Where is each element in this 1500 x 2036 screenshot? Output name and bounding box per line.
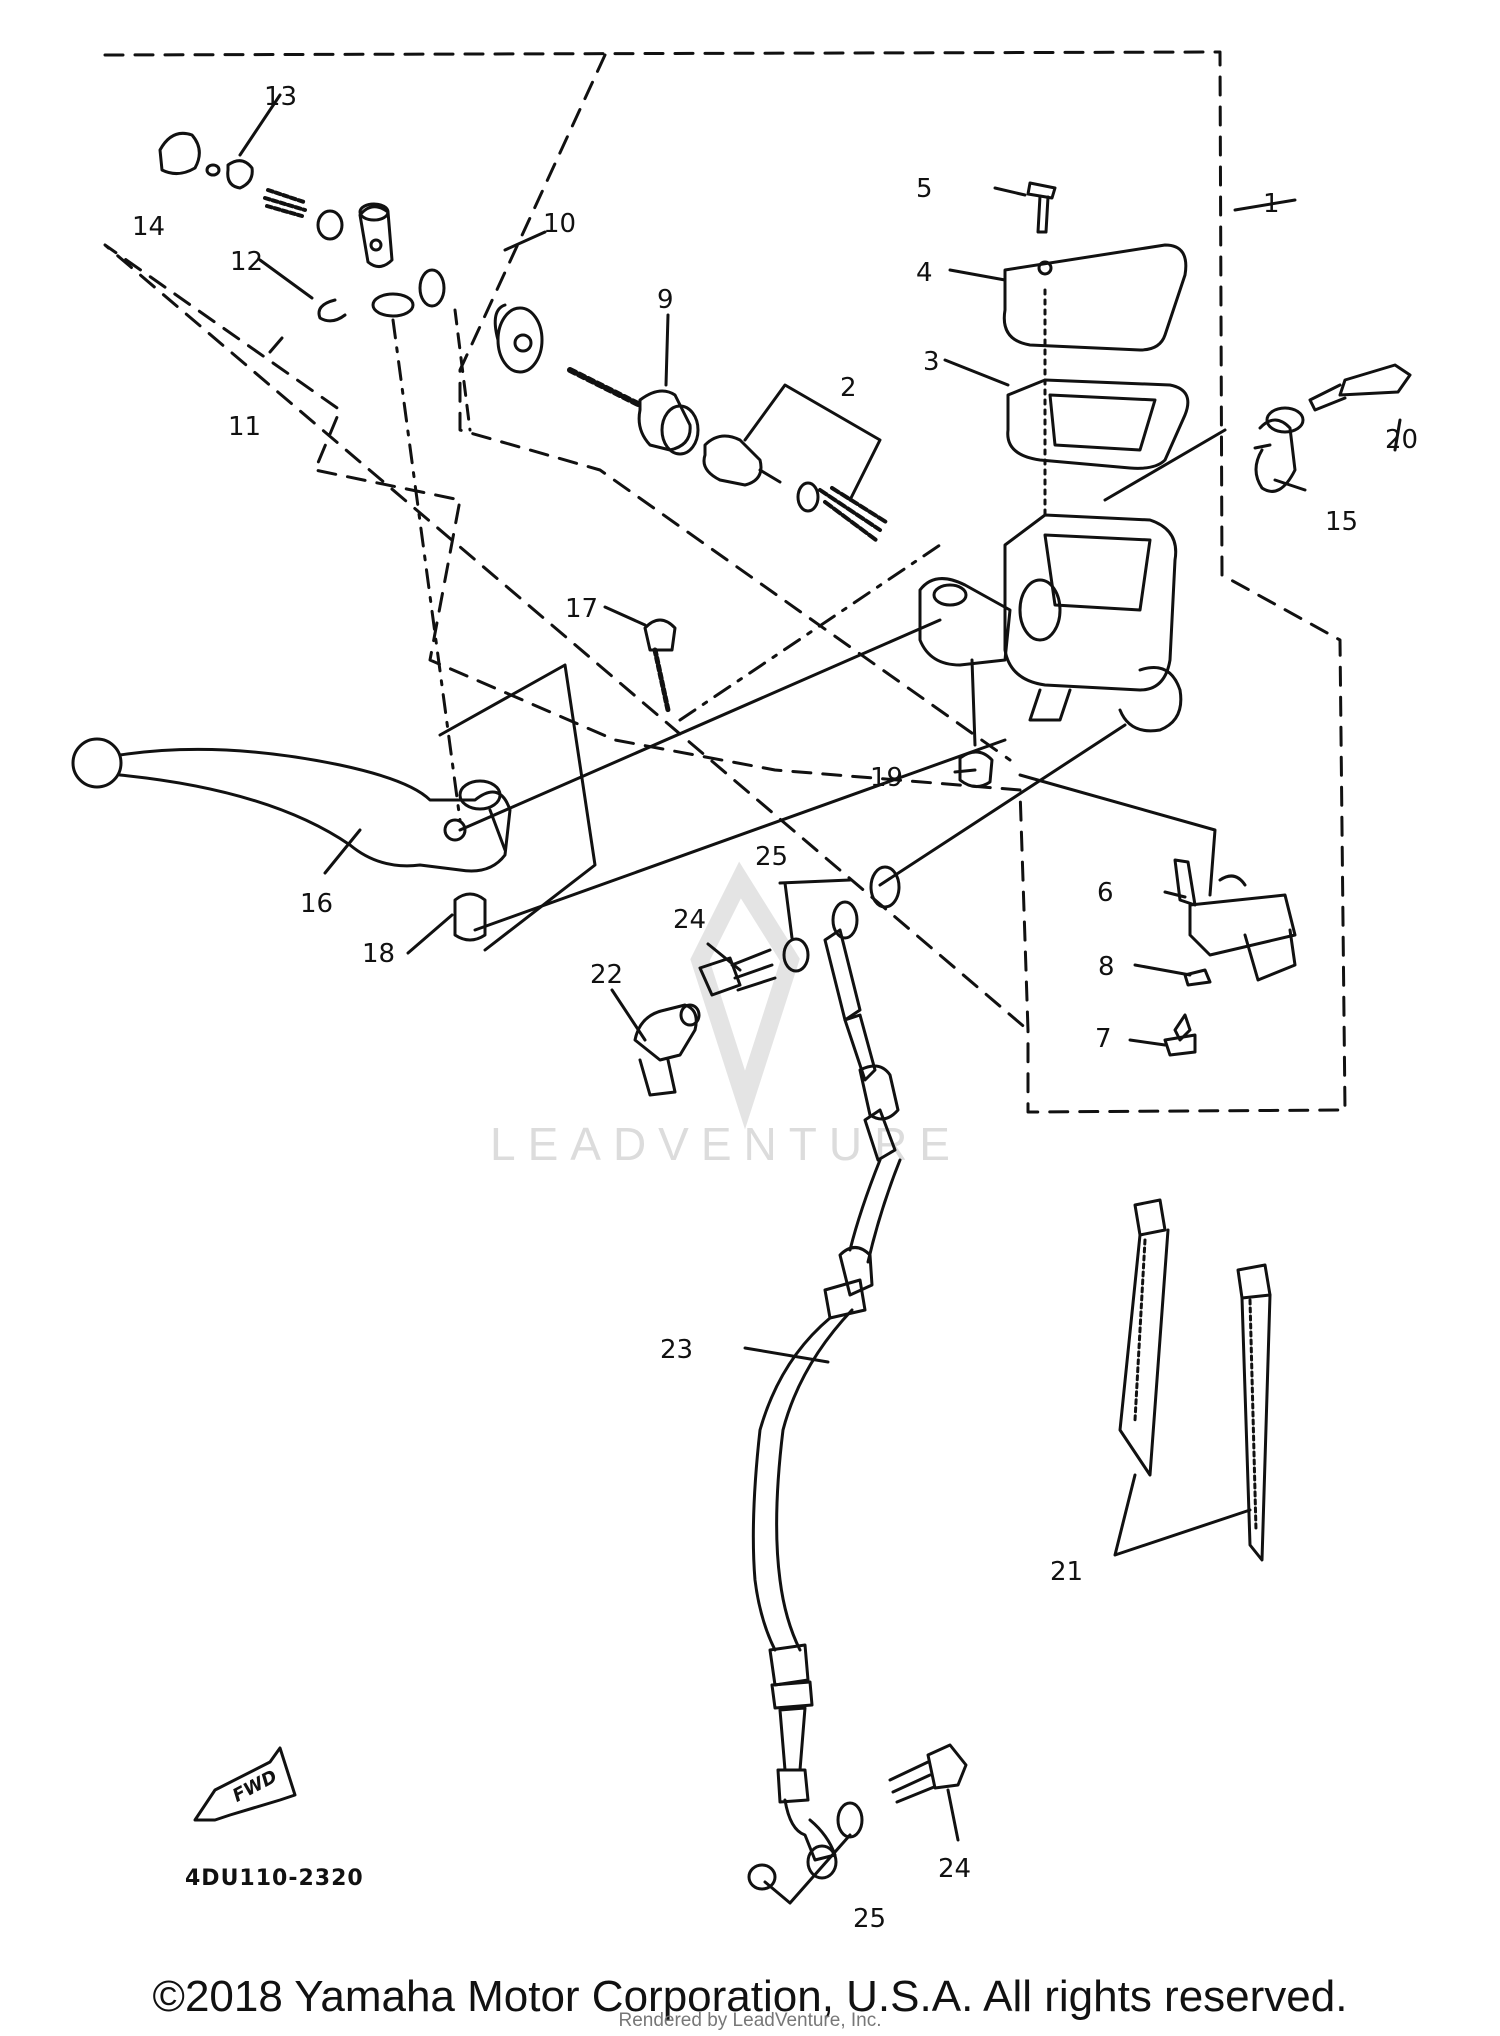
callout-6: 6 — [1097, 878, 1114, 908]
callout-15: 15 — [1325, 507, 1358, 537]
screw-7 — [1163, 1013, 1197, 1057]
nut-13 — [226, 159, 344, 241]
brake-switch-6 — [1173, 858, 1297, 982]
callout-1: 1 — [1263, 189, 1280, 219]
cable-tie-21-a — [1118, 1198, 1170, 1477]
clamp-bracket-15 — [1253, 406, 1305, 493]
callout-19: 19 — [870, 763, 903, 793]
callout-16: 16 — [300, 889, 333, 919]
callout-17: 17 — [565, 594, 598, 624]
callout-22: 22 — [590, 960, 623, 990]
callout-21: 21 — [1050, 1557, 1083, 1587]
callout-10: 10 — [543, 209, 576, 239]
piston-assembly-9 — [567, 367, 700, 456]
washer-25-top-a — [869, 865, 901, 909]
brake-hose-23 — [751, 900, 902, 1880]
copyright-notice: ©2018 Yamaha Motor Corporation, U.S.A. A… — [152, 1972, 1348, 2021]
callout-25-top: 25 — [755, 842, 788, 872]
washer-25-bottom-a — [836, 1801, 864, 1839]
washer-8 — [1183, 968, 1212, 987]
callout-24-top: 24 — [673, 905, 706, 935]
piston-kit-2 — [702, 434, 888, 542]
callout-23: 23 — [660, 1335, 693, 1365]
fwd-arrow-icon — [193, 1746, 297, 1822]
union-bolt-24-bottom — [888, 1743, 968, 1804]
callout-8: 8 — [1098, 952, 1115, 982]
collar-18 — [453, 892, 487, 942]
washer-25-bottom-b — [747, 1863, 777, 1891]
callout-3: 3 — [923, 347, 940, 377]
watermark: LEADVENTURE — [490, 861, 950, 1170]
rendered-by-notice: Rendered by LeadVenture, Inc. — [618, 2010, 882, 2031]
circlip-12 — [317, 298, 347, 323]
callout-24-bottom: 24 — [938, 1854, 971, 1884]
bolt-11 — [358, 202, 394, 268]
callout-18: 18 — [362, 939, 395, 969]
watermark-logo-icon — [690, 861, 800, 1130]
bolt-20 — [1308, 363, 1412, 412]
cable-tie-21-b — [1236, 1263, 1272, 1562]
callout-11: 11 — [228, 412, 261, 442]
union-bolt-24-top — [698, 948, 777, 997]
reservoir-cap-4 — [1002, 243, 1188, 352]
washer-11 — [371, 292, 415, 318]
callout-2: 2 — [840, 373, 857, 403]
diaphragm-3 — [1006, 378, 1190, 470]
callout-14: 14 — [132, 212, 165, 242]
ball-14 — [158, 131, 201, 175]
callout-7: 7 — [1095, 1024, 1112, 1054]
callout-12: 12 — [230, 247, 263, 277]
screw-5 — [1026, 181, 1057, 234]
washer-25-top-b — [782, 937, 810, 973]
master-cylinder-body — [918, 513, 1183, 733]
pivot-bolt-17 — [643, 618, 677, 713]
callout-25-bottom: 25 — [853, 1904, 886, 1934]
elbow-fitting-22 — [633, 1003, 701, 1097]
callout-4: 4 — [916, 258, 933, 288]
callout-5: 5 — [916, 174, 933, 204]
kit-boundary-11 — [458, 53, 1012, 762]
callout-9: 9 — [657, 285, 674, 315]
callout-20: 20 — [1385, 425, 1418, 455]
brake-lever-16 — [71, 737, 512, 873]
diagram-code: 4DU110-2320 — [185, 1866, 364, 1891]
callout-13: 13 — [264, 82, 297, 112]
dust-boot-10 — [493, 303, 544, 374]
